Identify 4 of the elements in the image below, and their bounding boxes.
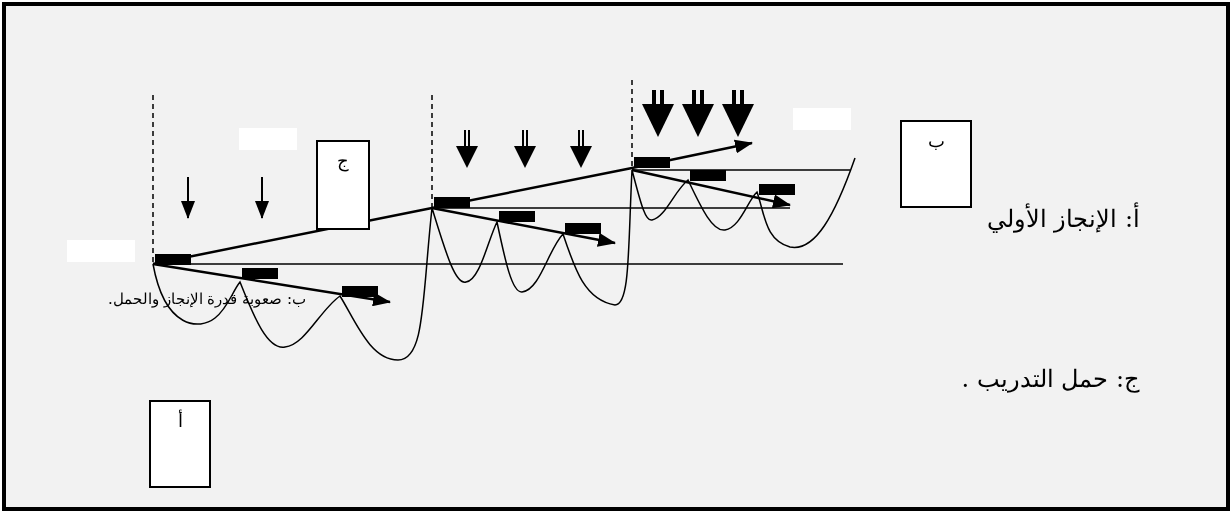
key-text: ج: حمل التدريب . [961,365,1140,393]
letter-box: ب [900,120,972,208]
letter-box: ج [316,140,370,230]
letter-box: أ [149,400,211,488]
